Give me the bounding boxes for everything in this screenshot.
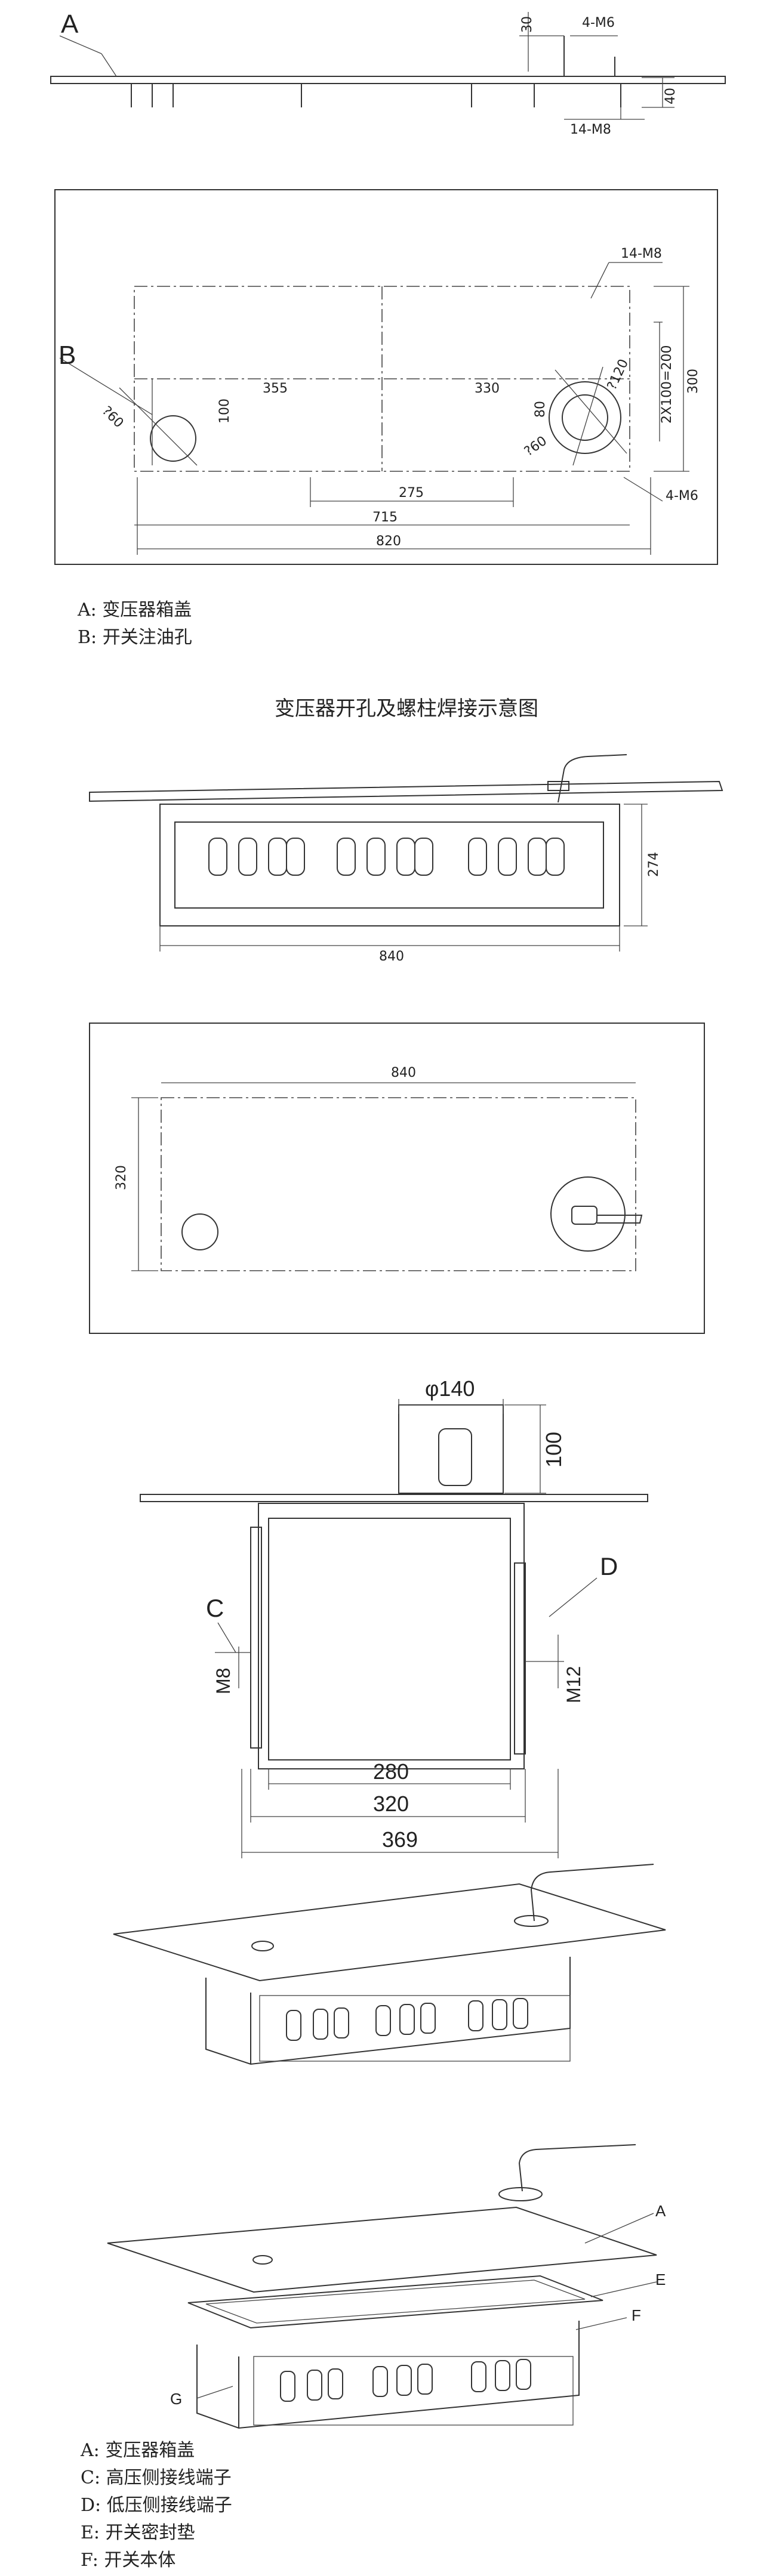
view5-dim-m8: M8 (212, 1668, 234, 1694)
figure-caption: 变压器开孔及螺柱焊接示意图 (275, 697, 538, 721)
view1-label-a: A (61, 10, 79, 39)
view2-dim-100: 100 (217, 399, 232, 424)
view6-terminals (286, 1998, 528, 2041)
view2-lid-top: B 14-M8 4-M6 355 330 100 80 275 715 820 … (54, 189, 718, 565)
view2-dim-4m6: 4-M6 (666, 489, 698, 504)
view7-label-f: F (632, 2306, 641, 2324)
view4-dim-840: 840 (391, 1065, 416, 1080)
view2-label-b: B (58, 341, 76, 370)
view5-label-c: C (206, 1594, 224, 1622)
view3-terminals (208, 838, 565, 876)
view1-dim-14m8: 14-M8 (570, 122, 611, 137)
view1-dim-4m6: 4-M6 (582, 16, 615, 30)
legend-top: A: 变压器箱盖 B: 开关注油孔 (78, 597, 192, 651)
view2-dim-80: 80 (533, 401, 548, 418)
view5-dim-100: 100 (541, 1432, 566, 1468)
view6-isometric (113, 1864, 666, 2065)
legend-top-item: B: 开关注油孔 (78, 627, 192, 648)
view4-assembly-top: 840 320 (89, 1023, 705, 1334)
view2-dim-14m8: 14-M8 (621, 246, 662, 261)
view1-lid-side: A 30 4-M6 40 14-M8 (50, 10, 726, 137)
view5-dim-280: 280 (373, 1759, 409, 1784)
view2-dim-phi60-left: ?60 (99, 404, 127, 431)
view5-dim-369: 369 (382, 1827, 418, 1852)
legend-bottom-item: D: 低压侧接线端子 (81, 2495, 232, 2516)
view7-label-e: E (655, 2271, 666, 2288)
view5-dim-phi140: φ140 (425, 1376, 475, 1401)
view3-assembly-side: 274 840 (89, 754, 723, 964)
view3-dim-274: 274 (646, 852, 661, 877)
view2-dim-phi60-right: ?60 (522, 434, 550, 459)
view5-end-section: φ140 100 C D M8 M12 280 320 369 (140, 1376, 648, 1858)
legend-bottom-item: F: 开关本体 (81, 2550, 176, 2571)
view2-dim-715: 715 (372, 510, 398, 525)
view4-dim-320: 320 (114, 1165, 129, 1190)
view5-dim-m12: M12 (563, 1666, 584, 1703)
view2-dim-330: 330 (475, 381, 500, 396)
legend-bottom: A: 变压器箱盖 C: 高压侧接线端子 D: 低压侧接线端子 E: 开关密封垫 … (81, 2437, 232, 2574)
view7-label-g: G (170, 2390, 182, 2408)
view2-dim-820: 820 (376, 534, 401, 549)
view2-dim-355: 355 (263, 381, 288, 396)
view5-label-d: D (600, 1552, 618, 1580)
view3-dim-840: 840 (379, 949, 404, 964)
view5-dim-320: 320 (373, 1792, 409, 1816)
view2-dim-phi120: ?120 (605, 357, 632, 392)
legend-top-item: A: 变压器箱盖 (78, 600, 192, 620)
view1-dim-30: 30 (520, 16, 535, 33)
view7-label-a: A (655, 2202, 666, 2220)
view2-dim-300: 300 (686, 369, 701, 394)
view2-dim-2x100: 2X100=200 (660, 345, 674, 424)
legend-bottom-item: C: 高压侧接线端子 (81, 2467, 232, 2488)
view2-dim-275: 275 (399, 486, 424, 501)
legend-bottom-item: E: 开关密封垫 (81, 2522, 195, 2543)
view7-terminals (280, 2359, 531, 2402)
legend-bottom-item: A: 变压器箱盖 (81, 2440, 195, 2461)
view7-exploded: A E F G (107, 2144, 666, 2429)
view1-dim-40: 40 (663, 88, 678, 104)
